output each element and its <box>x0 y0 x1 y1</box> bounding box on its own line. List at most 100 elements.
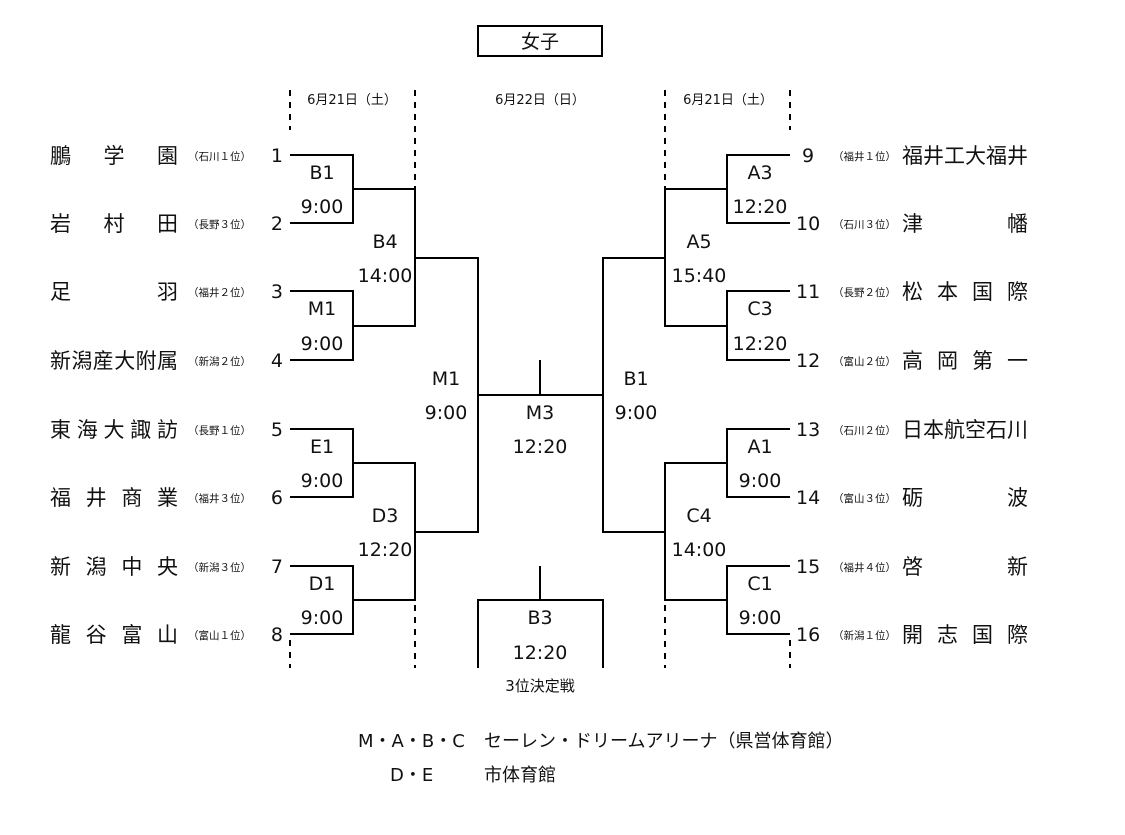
match-court-r4: C1 <box>747 573 772 595</box>
match-court-r1: A3 <box>747 162 772 184</box>
venue-codes-2: D・E <box>390 765 433 786</box>
team-row: 13 （石川２位） 日本航空石川 <box>796 418 1028 442</box>
title-box <box>477 25 603 57</box>
team-name: 龍谷富山 <box>50 623 178 647</box>
bracket-title: 女子 <box>521 31 559 53</box>
match-court-r-semi: B1 <box>623 368 648 390</box>
team-name: 津幡 <box>902 212 1028 236</box>
match-court-l1: B1 <box>309 162 334 184</box>
team-seed: 8 <box>271 624 283 646</box>
match-court-l-semi: M1 <box>432 368 460 390</box>
team-seed: 10 <box>796 213 820 235</box>
team-seed: 3 <box>271 281 283 303</box>
team-seed: 6 <box>271 487 283 509</box>
team-row: 福井商業 （福井３位） 6 <box>50 486 283 510</box>
match-time-l-bot: 12:20 <box>358 539 413 561</box>
match-court-third: B3 <box>527 607 552 629</box>
match-time-r2: 12:20 <box>733 333 788 355</box>
team-name: 福井工大福井 <box>902 144 1028 168</box>
team-seed: 9 <box>802 145 814 167</box>
team-name: 松本国際 <box>902 280 1028 304</box>
team-row: 岩村田 （長野３位） 2 <box>50 212 283 236</box>
team-name: 高岡第一 <box>902 349 1028 373</box>
team-row: 10 （石川３位） 津幡 <box>796 212 1028 236</box>
team-seed: 7 <box>271 556 283 578</box>
match-court-l3: E1 <box>310 436 334 458</box>
match-court-l-bot: D3 <box>372 505 399 527</box>
team-row: 11 （長野２位） 松本国際 <box>796 280 1028 304</box>
left-match-labels: B1 9:00 M1 9:00 E1 9:00 D1 9:00 B4 14:00… <box>301 162 468 629</box>
left-semi-line <box>415 257 479 533</box>
team-pref: （石川１位） <box>188 150 251 163</box>
team-name: 砺波 <box>902 486 1028 510</box>
team-name: 足羽 <box>50 280 178 304</box>
left-r2-top-line <box>353 188 416 327</box>
match-court-r3: A1 <box>747 436 772 458</box>
team-row: 14 （富山３位） 砺波 <box>796 486 1028 510</box>
venue-notes: M・A・B・C セーレン・ドリームアリーナ（県営体育館） D・E 市体育館 <box>358 731 843 786</box>
match-time-l1: 9:00 <box>301 196 344 218</box>
team-pref: （長野２位） <box>833 286 896 299</box>
right-semi-line <box>602 257 665 533</box>
venue-name-2: 市体育館 <box>484 765 556 786</box>
day-separators <box>289 90 791 668</box>
team-row: 12 （富山２位） 高岡第一 <box>796 349 1028 373</box>
match-time-r-top: 15:40 <box>672 265 727 287</box>
team-row: 15 （福井４位） 啓新 <box>796 555 1028 579</box>
team-row: 新潟中央 （新潟３位） 7 <box>50 555 283 579</box>
team-pref: （富山２位） <box>833 355 896 368</box>
team-name: 福井商業 <box>50 486 178 510</box>
match-court-l4: D1 <box>309 573 336 595</box>
team-seed: 11 <box>796 281 820 303</box>
team-pref: （富山１位） <box>188 629 251 642</box>
right-match-labels: A3 12:20 C3 12:20 A1 9:00 C1 9:00 A5 15:… <box>615 162 788 629</box>
team-pref: （新潟３位） <box>188 561 251 574</box>
match-time-r1: 12:20 <box>733 196 788 218</box>
team-row: 新潟産大附属 （新潟２位） 4 <box>50 349 283 373</box>
match-court-r2: C3 <box>747 298 772 320</box>
right-team-list: 9 （福井１位） 福井工大福井 10 （石川３位） 津幡 11 （長野２位） 松… <box>796 144 1028 647</box>
team-pref: （福井１位） <box>833 150 896 163</box>
match-time-final: 12:20 <box>513 436 568 458</box>
team-name: 鵬学園 <box>50 144 178 168</box>
team-pref: （石川３位） <box>833 218 896 231</box>
team-name: 啓新 <box>902 555 1028 579</box>
team-pref: （富山３位） <box>833 492 896 505</box>
match-time-l-top: 14:00 <box>358 265 413 287</box>
team-pref: （福井２位） <box>188 286 251 299</box>
team-pref: （長野３位） <box>188 218 251 231</box>
team-seed: 4 <box>271 350 283 372</box>
match-time-r-semi: 9:00 <box>615 402 658 424</box>
match-time-r-bot: 14:00 <box>672 539 727 561</box>
team-seed: 13 <box>796 419 820 441</box>
match-time-l3: 9:00 <box>301 470 344 492</box>
team-seed: 15 <box>796 556 820 578</box>
match-court-final: M3 <box>526 402 554 424</box>
final-lines <box>477 360 604 668</box>
match-time-r4: 9:00 <box>739 607 782 629</box>
right-r2-bottom-line <box>664 462 727 601</box>
team-seed: 12 <box>796 350 820 372</box>
third-place-label: 3位決定戦 <box>505 677 575 695</box>
team-pref: （福井３位） <box>188 492 251 505</box>
team-row: 足羽 （福井２位） 3 <box>50 280 283 304</box>
team-seed: 16 <box>796 624 820 646</box>
right-r2-top-line <box>664 188 727 327</box>
team-seed: 2 <box>271 213 283 235</box>
date-left: 6月21日（土） <box>307 93 397 108</box>
team-row: 龍谷富山 （富山１位） 8 <box>50 623 283 647</box>
team-name: 新潟産大附属 <box>50 349 178 373</box>
match-time-third: 12:20 <box>513 642 568 664</box>
venue-codes-1: M・A・B・C <box>358 731 465 752</box>
date-right: 6月21日（土） <box>683 93 773 108</box>
match-time-l2: 9:00 <box>301 333 344 355</box>
match-court-l2: M1 <box>308 298 336 320</box>
venue-name-1: セーレン・ドリームアリーナ（県営体育館） <box>484 731 843 752</box>
team-name: 開志国際 <box>902 623 1028 647</box>
match-time-l4: 9:00 <box>301 607 344 629</box>
team-seed: 1 <box>271 145 283 167</box>
match-court-r-top: A5 <box>686 231 711 253</box>
team-pref: （長野１位） <box>188 424 251 437</box>
